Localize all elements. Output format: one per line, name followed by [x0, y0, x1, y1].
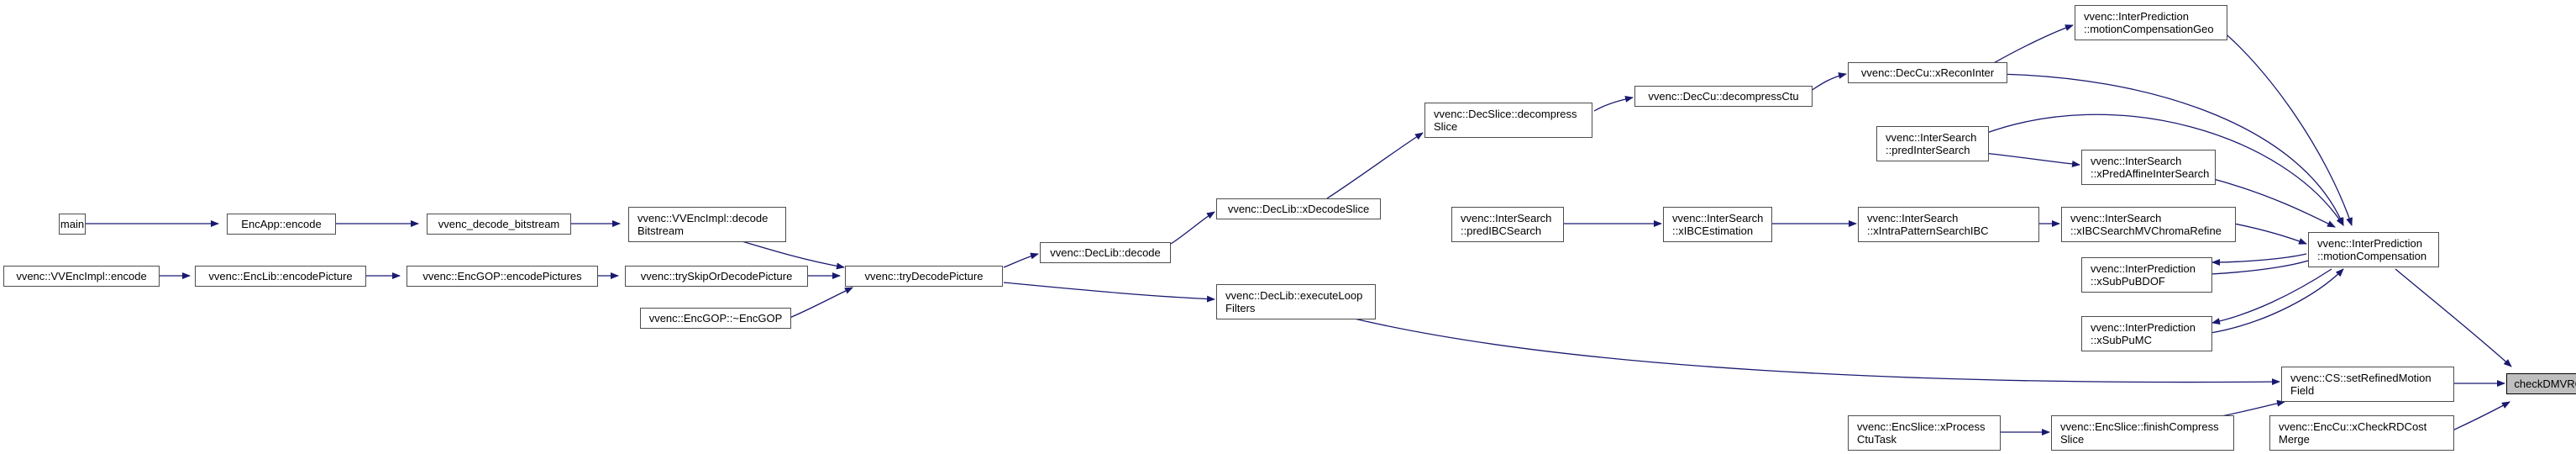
node-intersearch-predibcsearch[interactable]: vvenc::InterSearch::predIBCSearch: [1451, 207, 1564, 242]
edge-xpredaffine-mc: [2210, 177, 2336, 228]
edge-xreconinter-mc: [1991, 73, 2344, 226]
node-trydecodepicture[interactable]: vvenc::tryDecodePicture: [845, 266, 1003, 287]
node-intersearch-predintersearch[interactable]: vvenc::InterSearch::predInterSearch: [1876, 126, 1989, 161]
node-declib-xdecodeslice[interactable]: vvenc::DecLib::xDecodeSlice: [1216, 198, 1381, 219]
edge-xibcchroma-mc: [2233, 223, 2307, 245]
node-encgop-destructor[interactable]: vvenc::EncGOP::~EncGOP: [640, 308, 791, 329]
node-checkdmvrcondition-root: checkDMVRCondition: [2506, 373, 2576, 394]
node-intersearch-xibcestimation[interactable]: vvenc::InterSearch::xIBCEstimation: [1663, 207, 1772, 242]
node-deccu-xreconinter[interactable]: vvenc::DecCu::xReconInter: [1848, 62, 2007, 83]
node-vvencimpl-encode[interactable]: vvenc::VVEncImpl::encode: [3, 266, 160, 287]
edge-encgopdtor-trydecode: [789, 287, 853, 319]
node-deccu-decompressctu[interactable]: vvenc::DecCu::decompressCtu: [1634, 86, 1813, 107]
edge-trydecode-executeloop: [1003, 282, 1215, 303]
edge-decompressctu-xreconinter: [1810, 72, 1847, 92]
node-intersearch-xintrapatternsearchibc[interactable]: vvenc::InterSearch::xIntraPatternSearchI…: [1858, 207, 2039, 242]
node-interprediction-motioncompensationgeo[interactable]: vvenc::InterPrediction::motionCompensati…: [2075, 5, 2227, 40]
node-enclib-encodepicture[interactable]: vvenc::EncLib::encodePicture: [195, 266, 366, 287]
edge-xcheckrd-root: [2452, 401, 2510, 431]
node-interprediction-motioncompensation[interactable]: vvenc::InterPrediction::motionCompensati…: [2308, 232, 2439, 267]
edge-finish-setrefined: [2217, 399, 2285, 418]
node-interprediction-xsubpubdof[interactable]: vvenc::InterPrediction::xSubPuBDOF: [2081, 257, 2212, 293]
edge-xreconinter-mcgeo: [1991, 24, 2074, 65]
node-intersearch-xibcsearchmvchromarefine[interactable]: vvenc::InterSearch::xIBCSearchMVChromaRe…: [2061, 207, 2236, 242]
edge-trydecode-declibdecode: [1003, 252, 1039, 268]
node-main[interactable]: main: [59, 214, 86, 235]
edge-xsubpumc-mc: [2210, 268, 2344, 334]
node-encapp-encode[interactable]: EncApp::encode: [227, 214, 336, 235]
node-vvenc-decode-bitstream[interactable]: vvenc_decode_bitstream: [427, 214, 571, 235]
edge-mc-xsubpubdof: [2211, 253, 2307, 266]
edge-mc-root: [2395, 268, 2512, 367]
edge-mc-xsubpumc: [2211, 268, 2332, 325]
edge-mcgeo-mc: [2217, 26, 2353, 226]
node-intersearch-xpredaffineintersearch[interactable]: vvenc::InterSearch::xPredAffineInterSear…: [2081, 150, 2216, 185]
edge-decslice-decompressctu: [1593, 95, 1634, 112]
edge-predinter-xpredaffine: [1983, 152, 2080, 167]
node-encgop-encodepictures[interactable]: vvenc::EncGOP::encodePictures: [407, 266, 598, 287]
edge-executeloop-setrefined: [1343, 315, 2280, 386]
node-declib-decode[interactable]: vvenc::DecLib::decode: [1040, 242, 1171, 263]
edge-declibdecode-xdecodeslice: [1170, 211, 1215, 245]
node-interprediction-xsubpumc[interactable]: vvenc::InterPrediction::xSubPuMC: [2081, 316, 2212, 351]
edge-xdecodeslice-decslice: [1326, 132, 1424, 199]
node-tryskiporedecodepicture[interactable]: vvenc::trySkipOrDecodePicture: [625, 266, 808, 287]
edge-predinter-mc: [1981, 114, 2344, 226]
edge-vvencimpldecode-trydecode: [738, 240, 845, 270]
